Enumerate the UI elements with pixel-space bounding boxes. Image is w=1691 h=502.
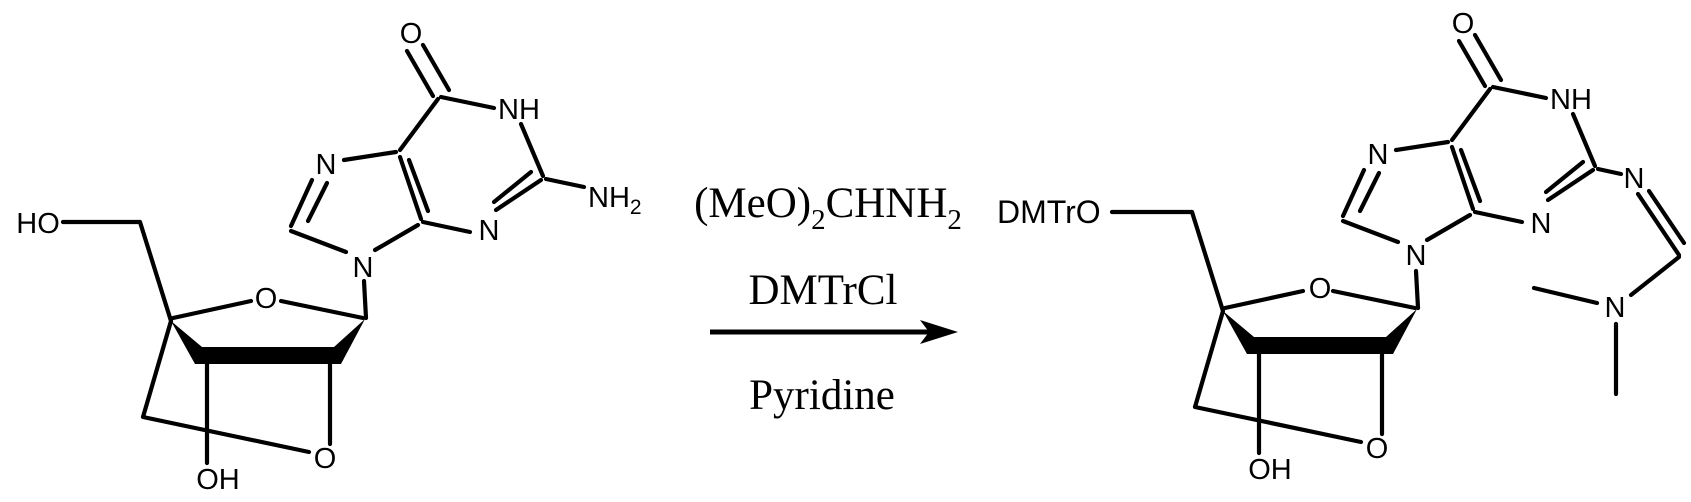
left-ho-label: HO [16,208,60,240]
left-oh-label: OH [196,464,240,496]
right-amidine-n-label: N [1624,163,1645,195]
left-sugar-wedge [171,319,365,364]
left-bridge-o-label: O [314,443,337,475]
left-ring-o-label: O [255,283,278,315]
left-amine-label: NH2 [588,182,642,219]
right-base-bonds [1340,32,1624,311]
left-carbonyl-o-label: O [400,18,423,50]
left-n1h-label: NH [498,94,540,126]
left-base-bonds [288,42,587,321]
left-sugar-bonds [60,219,366,466]
right-n9-label: N [1406,240,1427,272]
right-sugar-wedge [1223,309,1417,354]
reagent-dmtrcl: DMTrCl [749,267,898,314]
right-n3-label: N [1531,208,1552,240]
left-n3-label: N [479,215,500,247]
reagent-formamidine: (MeO)2CHNH2 [694,180,962,236]
right-amidine-bonds [1531,188,1687,397]
right-sugar-bonds [1109,209,1418,456]
right-bridge-o-label: O [1366,433,1389,465]
right-molecule: DMTrO O NH N N N N N O O OH [997,8,1687,486]
right-carbonyl-o-label: O [1452,8,1475,40]
right-dmtro-label: DMTrO [997,194,1101,230]
reaction-conditions: (MeO)2CHNH2 DMTrCl Pyridine [694,180,962,419]
reaction-arrow-head [920,320,958,344]
left-n9-label: N [353,252,374,284]
left-n7-label: N [316,149,337,181]
right-ring-o-label: O [1309,273,1332,305]
left-molecule: O NH NH2 N N N HO O O OH [16,18,641,496]
reagent-pyridine: Pyridine [749,372,895,419]
right-n1h-label: NH [1550,84,1592,116]
right-dimethylamino-n-label: N [1605,292,1626,324]
right-oh-label: OH [1248,454,1292,486]
right-n7-label: N [1368,139,1389,171]
